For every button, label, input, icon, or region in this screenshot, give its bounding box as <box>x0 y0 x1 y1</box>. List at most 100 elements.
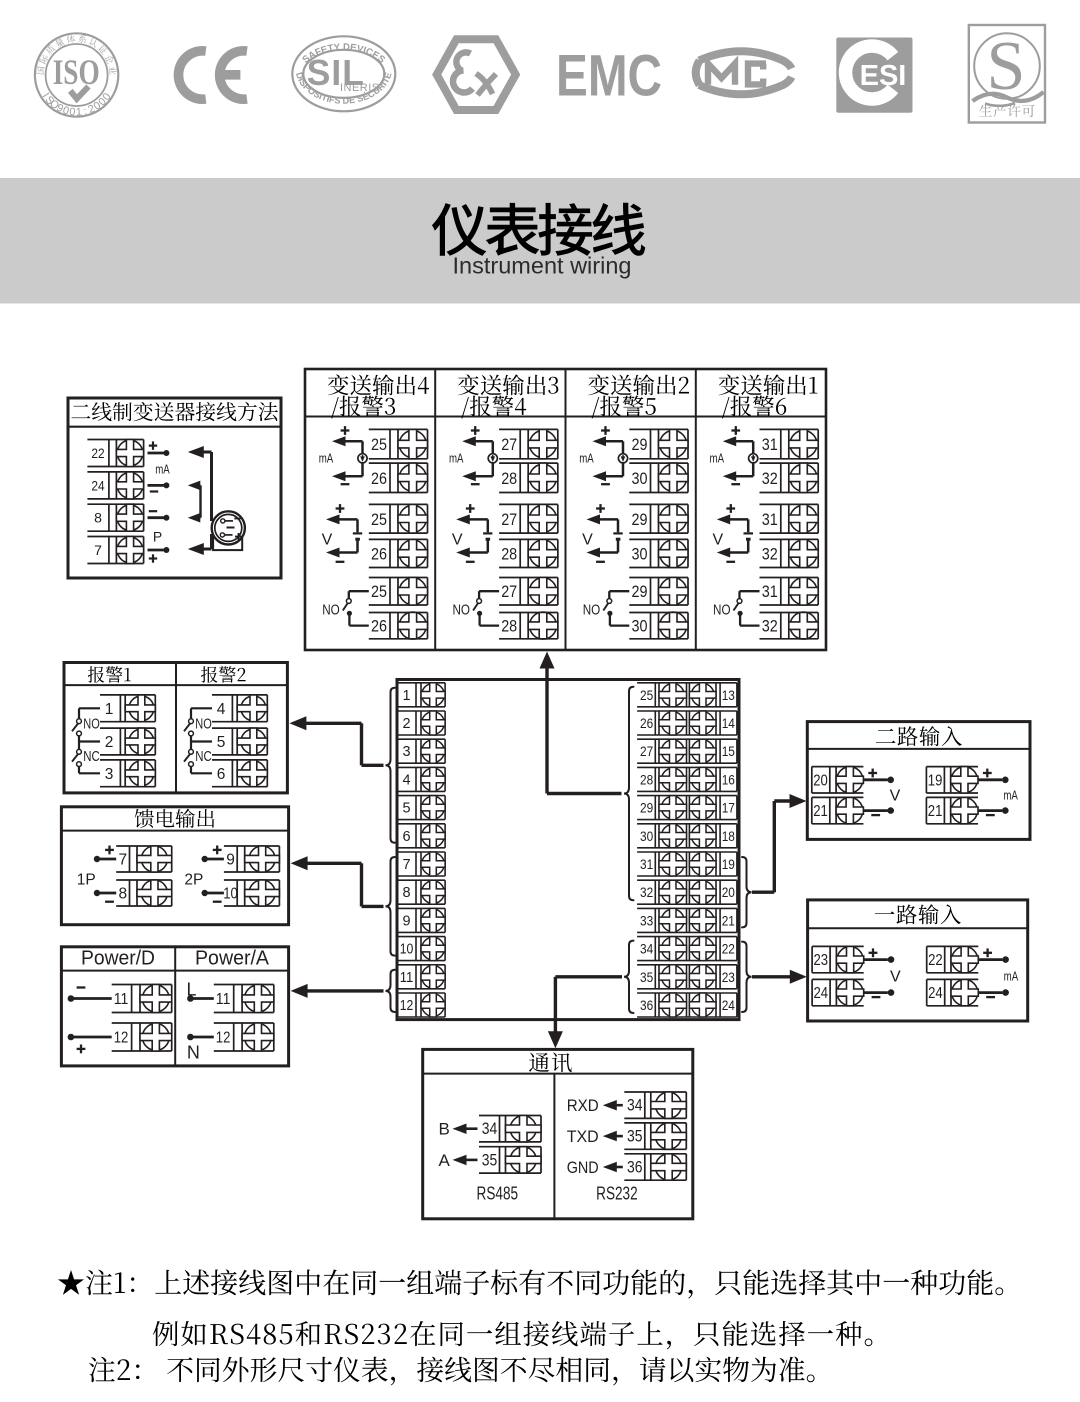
svg-text:NO: NO <box>195 717 212 733</box>
svg-text:V: V <box>712 532 723 549</box>
svg-text:2: 2 <box>86 103 96 116</box>
svg-text:21: 21 <box>722 912 735 928</box>
svg-text:32: 32 <box>762 617 778 636</box>
svg-text:mA: mA <box>449 452 464 466</box>
svg-text:36: 36 <box>640 997 653 1013</box>
svg-text:16: 16 <box>722 771 735 787</box>
svg-text:28: 28 <box>501 469 517 488</box>
svg-text:V: V <box>890 788 901 805</box>
svg-text:29: 29 <box>632 510 648 529</box>
svg-text:24: 24 <box>928 985 943 1002</box>
svg-text:11: 11 <box>114 991 129 1008</box>
svg-text:22: 22 <box>928 952 943 969</box>
svg-text:35: 35 <box>482 1151 498 1169</box>
svg-text:3: 3 <box>402 744 410 760</box>
svg-text:24: 24 <box>91 477 104 493</box>
svg-text:27: 27 <box>640 743 653 759</box>
svg-text:1P: 1P <box>77 871 96 888</box>
svg-text:1: 1 <box>76 106 83 118</box>
svg-text:34: 34 <box>627 1097 643 1115</box>
svg-text:Power/D: Power/D <box>81 948 155 970</box>
svg-text:L: L <box>186 980 196 1000</box>
svg-text:mA: mA <box>1004 970 1019 984</box>
svg-text:35: 35 <box>627 1128 643 1146</box>
svg-text:25: 25 <box>371 510 387 529</box>
svg-text:10: 10 <box>400 942 414 958</box>
svg-text:28: 28 <box>640 771 653 787</box>
svg-text:RS232: RS232 <box>596 1182 638 1203</box>
svg-text:30: 30 <box>632 617 648 636</box>
svg-text:23: 23 <box>814 952 829 969</box>
svg-text:NC: NC <box>83 749 100 765</box>
svg-text:34: 34 <box>640 941 653 957</box>
svg-text:9: 9 <box>54 102 65 115</box>
svg-text:9: 9 <box>226 852 235 869</box>
svg-text:27: 27 <box>501 435 517 454</box>
svg-text:NO: NO <box>322 602 340 619</box>
svg-text:NO: NO <box>83 717 100 733</box>
svg-text:29: 29 <box>632 435 648 454</box>
svg-text:NO: NO <box>452 602 470 619</box>
svg-text:20: 20 <box>722 884 735 900</box>
svg-text:27: 27 <box>501 582 517 601</box>
svg-text:26: 26 <box>371 545 387 564</box>
svg-text:11: 11 <box>400 970 414 986</box>
svg-text:B: B <box>439 1120 450 1139</box>
svg-text:27: 27 <box>501 510 517 529</box>
svg-text:29: 29 <box>632 582 648 601</box>
svg-text:A: A <box>439 1151 451 1170</box>
svg-text:I: I <box>39 91 51 100</box>
svg-text:mA: mA <box>155 463 170 477</box>
svg-text:0: 0 <box>61 104 70 117</box>
svg-text:35: 35 <box>640 969 653 985</box>
svg-text:5: 5 <box>402 801 410 817</box>
svg-text:1: 1 <box>402 688 410 704</box>
svg-text:8: 8 <box>402 885 410 901</box>
svg-text:4: 4 <box>402 772 410 788</box>
svg-text:21: 21 <box>928 803 943 820</box>
svg-text:34: 34 <box>482 1120 498 1138</box>
svg-text:mA: mA <box>579 452 594 466</box>
svg-text:30: 30 <box>640 828 653 844</box>
svg-text:0: 0 <box>92 99 104 112</box>
svg-text:30: 30 <box>632 545 648 564</box>
svg-text:14: 14 <box>722 715 735 731</box>
svg-text:7: 7 <box>118 852 127 869</box>
svg-text:32: 32 <box>640 884 653 900</box>
svg-text:19: 19 <box>928 772 943 789</box>
svg-text::: : <box>83 105 89 117</box>
svg-text:6: 6 <box>402 829 410 845</box>
svg-text:30: 30 <box>632 469 648 488</box>
svg-text:mA: mA <box>710 452 725 466</box>
svg-text:4: 4 <box>217 701 226 718</box>
svg-text:Power/A: Power/A <box>195 948 270 970</box>
svg-text:N: N <box>187 1043 200 1063</box>
svg-text:ISO: ISO <box>53 52 100 92</box>
svg-text:28: 28 <box>501 617 517 636</box>
svg-text:EMC: EMC <box>556 44 662 109</box>
svg-text:26: 26 <box>371 469 387 488</box>
svg-text:13: 13 <box>722 687 735 703</box>
svg-text:31: 31 <box>762 582 778 601</box>
svg-text:26: 26 <box>640 715 653 731</box>
svg-text:2: 2 <box>105 734 114 751</box>
svg-text:17: 17 <box>722 800 735 816</box>
svg-text:21: 21 <box>813 803 828 820</box>
svg-text:NO: NO <box>583 602 601 619</box>
svg-text:11: 11 <box>216 991 231 1008</box>
svg-text:V: V <box>322 532 333 549</box>
svg-text:31: 31 <box>762 435 778 454</box>
svg-text:22: 22 <box>91 445 104 461</box>
svg-text:19: 19 <box>722 856 735 872</box>
svg-text:12: 12 <box>114 1030 129 1047</box>
svg-text:ESI: ESI <box>860 60 907 92</box>
svg-text:V: V <box>890 969 901 986</box>
svg-text:6: 6 <box>217 766 226 783</box>
svg-text:P: P <box>153 529 162 545</box>
svg-text:10: 10 <box>223 886 238 903</box>
svg-text:3: 3 <box>105 766 114 783</box>
svg-text:GND: GND <box>567 1158 599 1177</box>
svg-text:15: 15 <box>722 743 735 759</box>
svg-text:24: 24 <box>814 985 829 1002</box>
svg-text:23: 23 <box>722 969 735 985</box>
